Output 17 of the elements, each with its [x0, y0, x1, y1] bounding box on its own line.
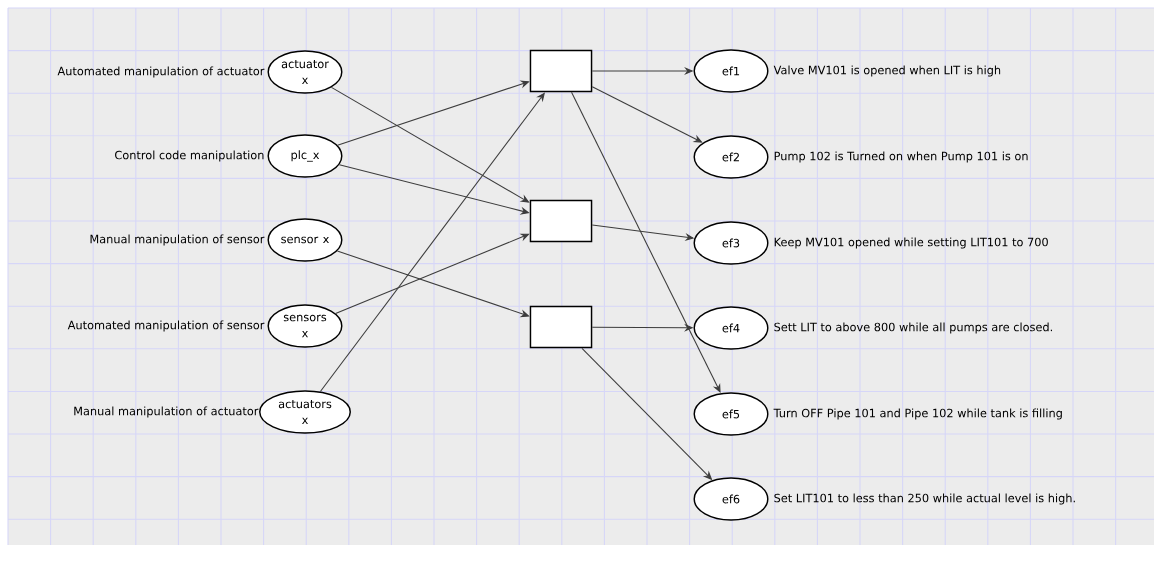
- description-label: Control code manipulation: [115, 150, 264, 162]
- arrow: [591, 86, 703, 143]
- transition-box: [529, 305, 593, 349]
- transition-box: [529, 49, 593, 93]
- description-label: Valve MV101 is opened when LIT is high: [773, 65, 1001, 77]
- description-label: Automated manipulation of actuator: [57, 66, 265, 78]
- arrow: [335, 233, 530, 314]
- description-label: Pump 102 is Turned on when Pump 101 is on: [774, 151, 1028, 163]
- description-label: Manual manipulation of sensor: [90, 234, 265, 246]
- description-label: Automated manipulation of sensor: [67, 320, 265, 332]
- description-label: Sett LIT to above 800 while all pumps are closed.: [774, 322, 1052, 334]
- description-label: Set LIT101 to less than 250 while actual level is high.: [774, 493, 1075, 505]
- transition-box: [529, 199, 593, 243]
- description-label: Keep MV101 opened while setting LIT101 to 700: [774, 237, 1048, 249]
- arrow: [330, 86, 530, 203]
- description-label: Turn OFF Pipe 101 and Pipe 102 while tank is filling: [773, 408, 1062, 420]
- description-label: Manual manipulation of actuator: [74, 406, 259, 418]
